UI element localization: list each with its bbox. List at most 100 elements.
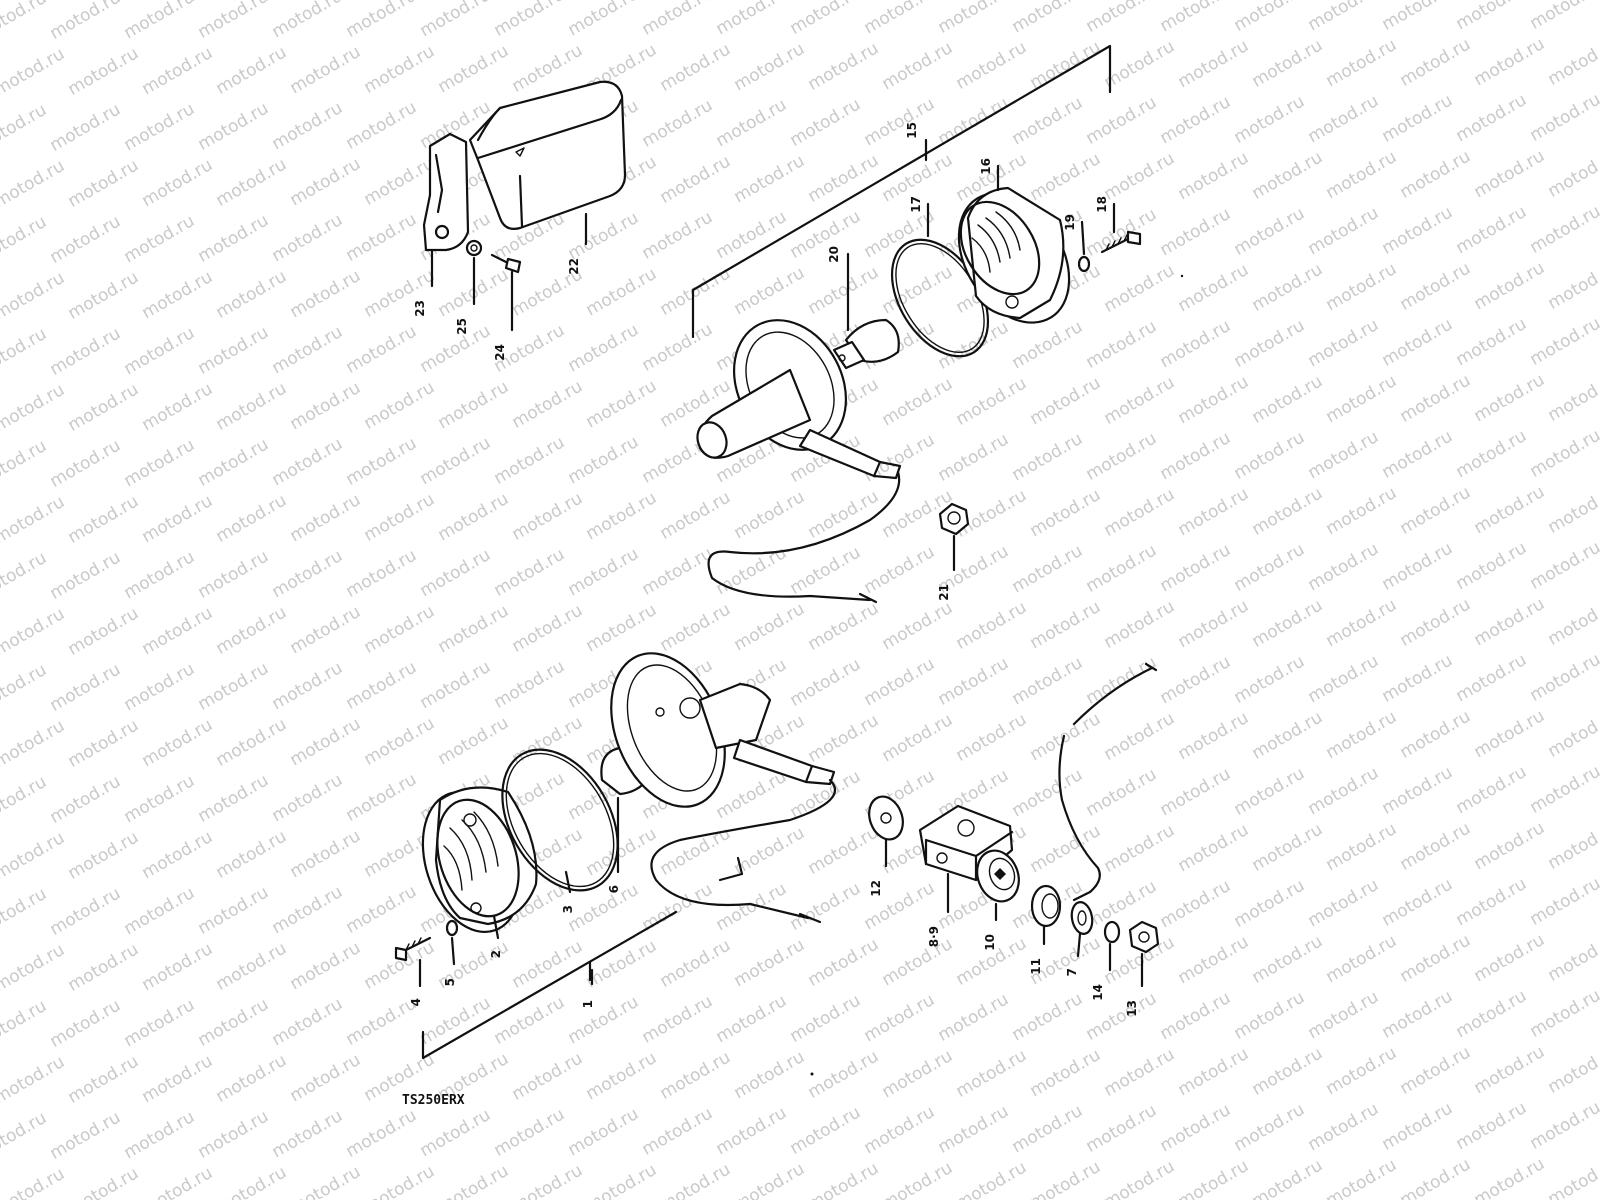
watermark-text: motod.ru <box>1379 0 1457 35</box>
watermark-text: motod.ru <box>583 824 661 880</box>
watermark-text: motod.ru <box>47 660 125 716</box>
watermark-text: motod.ru <box>1231 764 1309 820</box>
watermark-text: motod.ru <box>1305 0 1383 35</box>
watermark-text: motod.ru <box>0 1108 50 1164</box>
watermark-text: motod.ru <box>1527 650 1600 706</box>
watermark-text: motod.ru <box>287 714 365 770</box>
watermark-text: motod.ru <box>139 1163 217 1200</box>
watermark-text: motod.ru <box>1157 764 1235 820</box>
lens-washer-upper <box>1077 255 1091 273</box>
watermark-text: motod.ru <box>1231 92 1309 148</box>
bulb-upper <box>832 318 900 370</box>
watermark-text: motod.ru <box>1379 1099 1457 1155</box>
watermark-text: motod.ru <box>1157 204 1235 260</box>
watermark-text: motod.ru <box>1231 652 1309 708</box>
watermark-text: motod.ru <box>1027 149 1105 205</box>
watermark-text: motod.ru <box>0 1052 68 1108</box>
callout-label-3: 3 <box>561 905 575 913</box>
watermark-text: motod.ru <box>269 658 347 714</box>
watermark-text: motod.ru <box>657 152 735 208</box>
watermark-text: motod.ru <box>565 992 643 1048</box>
watermark-text: motod.ru <box>435 713 513 769</box>
watermark-text: motod.ru <box>1545 930 1600 986</box>
watermark-text: motod.ru <box>0 156 68 212</box>
watermark-text: motod.ru <box>213 1051 291 1107</box>
watermark-text: motod.ru <box>195 659 273 715</box>
watermark-text: motod.ru <box>1471 258 1549 314</box>
watermark-text: motod.ru <box>0 940 68 996</box>
watermark-text: motod.ru <box>287 1162 365 1200</box>
watermark-text: motod.ru <box>1471 1154 1549 1200</box>
watermark-text: motod.ru <box>639 1104 717 1160</box>
watermark-text: motod.ru <box>1009 429 1087 485</box>
watermark-text: motod.ru <box>1175 36 1253 92</box>
watermark-text: motod.ru <box>639 96 717 152</box>
watermark-text: motod.ru <box>879 1158 957 1200</box>
watermark-text: motod.ru <box>1397 1155 1475 1200</box>
watermark-text: motod.ru <box>213 715 291 771</box>
watermark-text: motod.ru <box>435 1161 513 1200</box>
watermark-text: motod.ru <box>805 39 883 95</box>
watermark-text: motod.ru <box>195 99 273 155</box>
watermark-text: motod.ru <box>1379 427 1457 483</box>
watermark-text: motod.ru <box>361 378 439 434</box>
watermark-text: motod.ru <box>195 0 273 43</box>
watermark-text: motod.ru <box>861 206 939 262</box>
watermark-text: motod.ru <box>361 602 439 658</box>
watermark-text: motod.ru <box>1545 146 1600 202</box>
watermark-text: motod.ru <box>787 1103 865 1159</box>
watermark-text: motod.ru <box>1527 314 1600 370</box>
watermark-text: motod.ru <box>121 771 199 827</box>
watermark-text: motod.ru <box>121 547 199 603</box>
watermark-text: motod.ru <box>0 996 50 1052</box>
watermark-text: motod.ru <box>1027 37 1105 93</box>
watermark-text: motod.ru <box>1305 875 1383 931</box>
watermark-text: motod.ru <box>1009 989 1087 1045</box>
callout-label-24: 24 <box>493 344 507 361</box>
watermark-text: motod.ru <box>1101 37 1179 93</box>
watermark-text: motod.ru <box>1249 708 1327 764</box>
watermark-text: motod.ru <box>565 432 643 488</box>
watermark-text: motod.ru <box>213 603 291 659</box>
watermark-text: motod.ru <box>1157 652 1235 708</box>
watermark-text: motod.ru <box>1249 148 1327 204</box>
watermark-text: motod.ru <box>639 0 717 40</box>
watermark-text: motod.ru <box>1379 203 1457 259</box>
watermark-text: motod.ru <box>343 770 421 826</box>
callout-label-5: 5 <box>443 978 457 986</box>
relay-bracket <box>422 132 470 252</box>
watermark-text: motod.ru <box>1323 483 1401 539</box>
watermark-text: motod.ru <box>1453 650 1531 706</box>
watermark-text: motod.ru <box>787 0 865 39</box>
watermark-text: motod.ru <box>491 1105 569 1161</box>
watermark-text: motod.ru <box>1471 594 1549 650</box>
watermark-text: motod.ru <box>1305 203 1383 259</box>
callout-label-4: 4 <box>409 998 423 1006</box>
watermark-text: motod.ru <box>1323 1155 1401 1200</box>
watermark-text: motod.ru <box>787 543 865 599</box>
watermark-text: motod.ru <box>1101 373 1179 429</box>
watermark-text: motod.ru <box>1157 428 1235 484</box>
watermark-text: motod.ru <box>787 95 865 151</box>
watermark-text: motod.ru <box>287 154 365 210</box>
watermark-text: motod.ru <box>953 710 1031 766</box>
watermark-text: motod.ru <box>139 715 217 771</box>
watermark-text: motod.ru <box>1397 931 1475 987</box>
watermark-text: motod.ru <box>1101 821 1179 877</box>
watermark-text: motod.ru <box>1175 1044 1253 1100</box>
turn-signal-relay <box>468 80 627 230</box>
watermark-text: motod.ru <box>657 600 735 656</box>
watermark-text: motod.ru <box>213 267 291 323</box>
callout-leaders <box>418 164 1144 988</box>
watermark-text: motod.ru <box>1249 1044 1327 1100</box>
watermark-text: motod.ru <box>657 936 735 992</box>
watermark-text: motod.ru <box>1249 596 1327 652</box>
watermark-text: motod.ru <box>65 44 143 100</box>
watermark-text: motod.ru <box>139 379 217 435</box>
watermark-text: motod.ru <box>1249 932 1327 988</box>
watermark-text: motod.ru <box>213 491 291 547</box>
watermark-text: motod.ru <box>935 0 1013 38</box>
watermark-text: motod.ru <box>269 434 347 490</box>
watermark-text: motod.ru <box>639 544 717 600</box>
watermark-text: motod.ru <box>0 772 50 828</box>
